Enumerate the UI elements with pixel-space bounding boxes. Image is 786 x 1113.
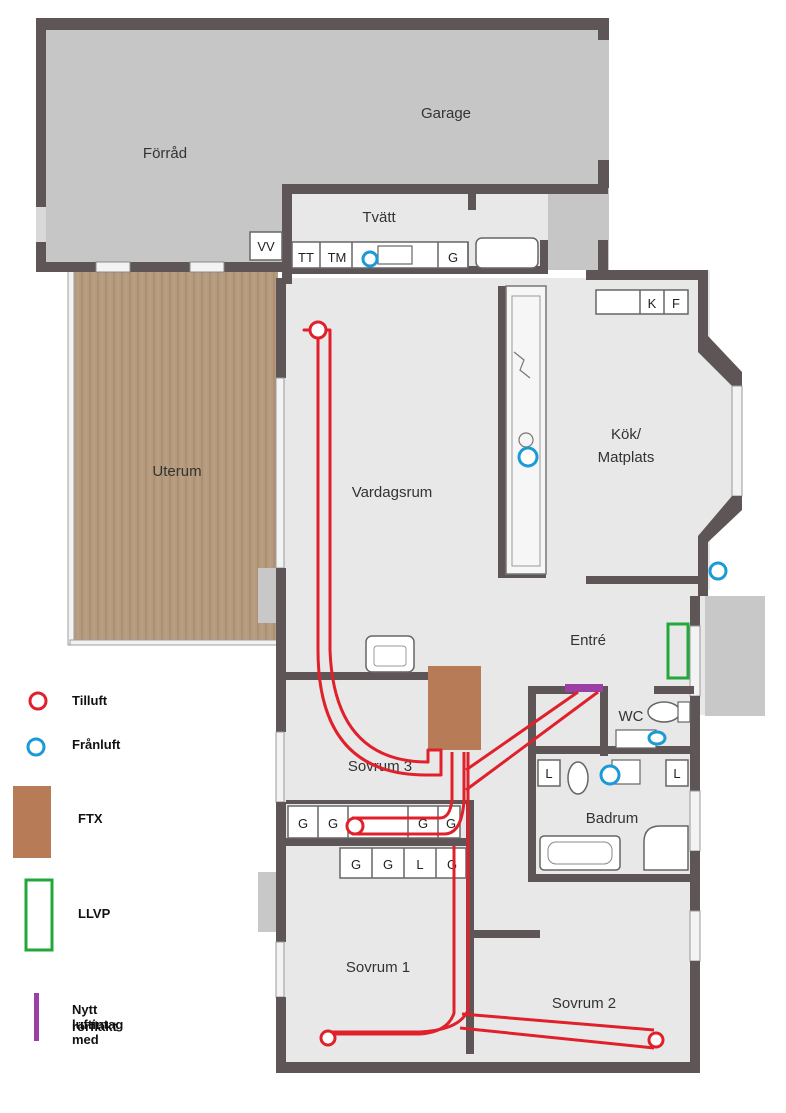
g-label-s3a: G	[298, 816, 308, 831]
room-entre: Entré	[570, 632, 606, 649]
legend-symbols	[13, 691, 54, 1041]
vv-label: VV	[257, 239, 275, 254]
l-label-s1: L	[416, 857, 423, 872]
tm-label: TM	[328, 250, 347, 265]
supply-terminals	[308, 320, 665, 1049]
bath-toilet	[567, 761, 589, 795]
legend-intake-line1: Nytt luftintag med	[72, 1002, 124, 1047]
g-label-s1a: G	[351, 857, 361, 872]
kitchen-counter	[505, 285, 547, 575]
f-label: F	[672, 296, 680, 311]
exhaust-terminal-outside	[708, 561, 728, 581]
room-kok-line1: Kök/	[611, 426, 642, 443]
vv-box	[249, 231, 283, 261]
g-label-s1b: G	[383, 857, 393, 872]
uterum-deck	[67, 269, 279, 646]
room-tvatt: Tvätt	[362, 209, 396, 226]
kitchen-top-counter	[595, 289, 689, 315]
legend-ftx-icon	[13, 786, 51, 858]
exhaust-terminal-tvatt	[361, 250, 379, 268]
room-badrum: Badrum	[586, 810, 639, 827]
exhaust-terminal-wc	[647, 730, 667, 746]
room-vardagsrum: Vardagsrum	[352, 484, 433, 501]
laundry-sink	[377, 245, 413, 265]
g-label-s1c: G	[447, 857, 457, 872]
l-label-bad1: L	[545, 766, 552, 781]
walls	[36, 184, 765, 1073]
wc-toilet	[647, 701, 681, 723]
g-label-s3b: G	[328, 816, 338, 831]
supply-terminal-sovrum3	[345, 816, 365, 836]
exhaust-terminal-badrum	[599, 764, 621, 786]
exhaust-terminals	[361, 250, 728, 786]
legend-tilluft: Tilluft	[72, 693, 108, 708]
wardrobe-row-2	[339, 847, 467, 879]
legend-supply-icon	[28, 691, 48, 711]
room-wc: WC	[619, 708, 644, 725]
g-label-s3d: G	[446, 816, 456, 831]
g-label-s3c: G	[418, 816, 428, 831]
bench	[475, 237, 539, 269]
shower	[643, 825, 689, 871]
legend-llvp: LLVP	[78, 906, 111, 921]
room-uterum: Uterum	[152, 463, 201, 480]
legend-franluft: Frånluft	[72, 737, 121, 752]
tt-label: TT	[298, 250, 314, 265]
air-intake	[565, 684, 603, 692]
ftx-unit	[428, 666, 481, 750]
room-garage: Garage	[421, 105, 471, 122]
llvp-unit	[666, 622, 690, 680]
bathtub	[539, 835, 621, 871]
l-label-bad2: L	[673, 766, 680, 781]
armchair	[365, 635, 415, 673]
supply-terminal-vardagsrum	[308, 320, 328, 340]
room-forrad: Förråd	[143, 145, 187, 162]
supply-terminal-sovrum2	[647, 1031, 665, 1049]
legend-llvp-icon	[24, 878, 54, 952]
exhaust-terminal-kok	[517, 446, 539, 468]
legend-intake-line2: rörfläkt	[72, 1019, 117, 1034]
room-kok-line2: Matplats	[598, 449, 655, 466]
legend-intake-icon	[34, 993, 39, 1041]
room-sovrum1: Sovrum 1	[346, 959, 410, 976]
legend-ftx: FTX	[78, 811, 103, 826]
supply-terminal-sovrum1	[319, 1029, 337, 1047]
fixtures: VV TT TM G K F L L	[249, 231, 691, 879]
g-label-tvatt: G	[448, 250, 458, 265]
legend-exhaust-icon	[26, 737, 46, 757]
room-sovrum2: Sovrum 2	[552, 995, 616, 1012]
k-label: K	[648, 296, 657, 311]
